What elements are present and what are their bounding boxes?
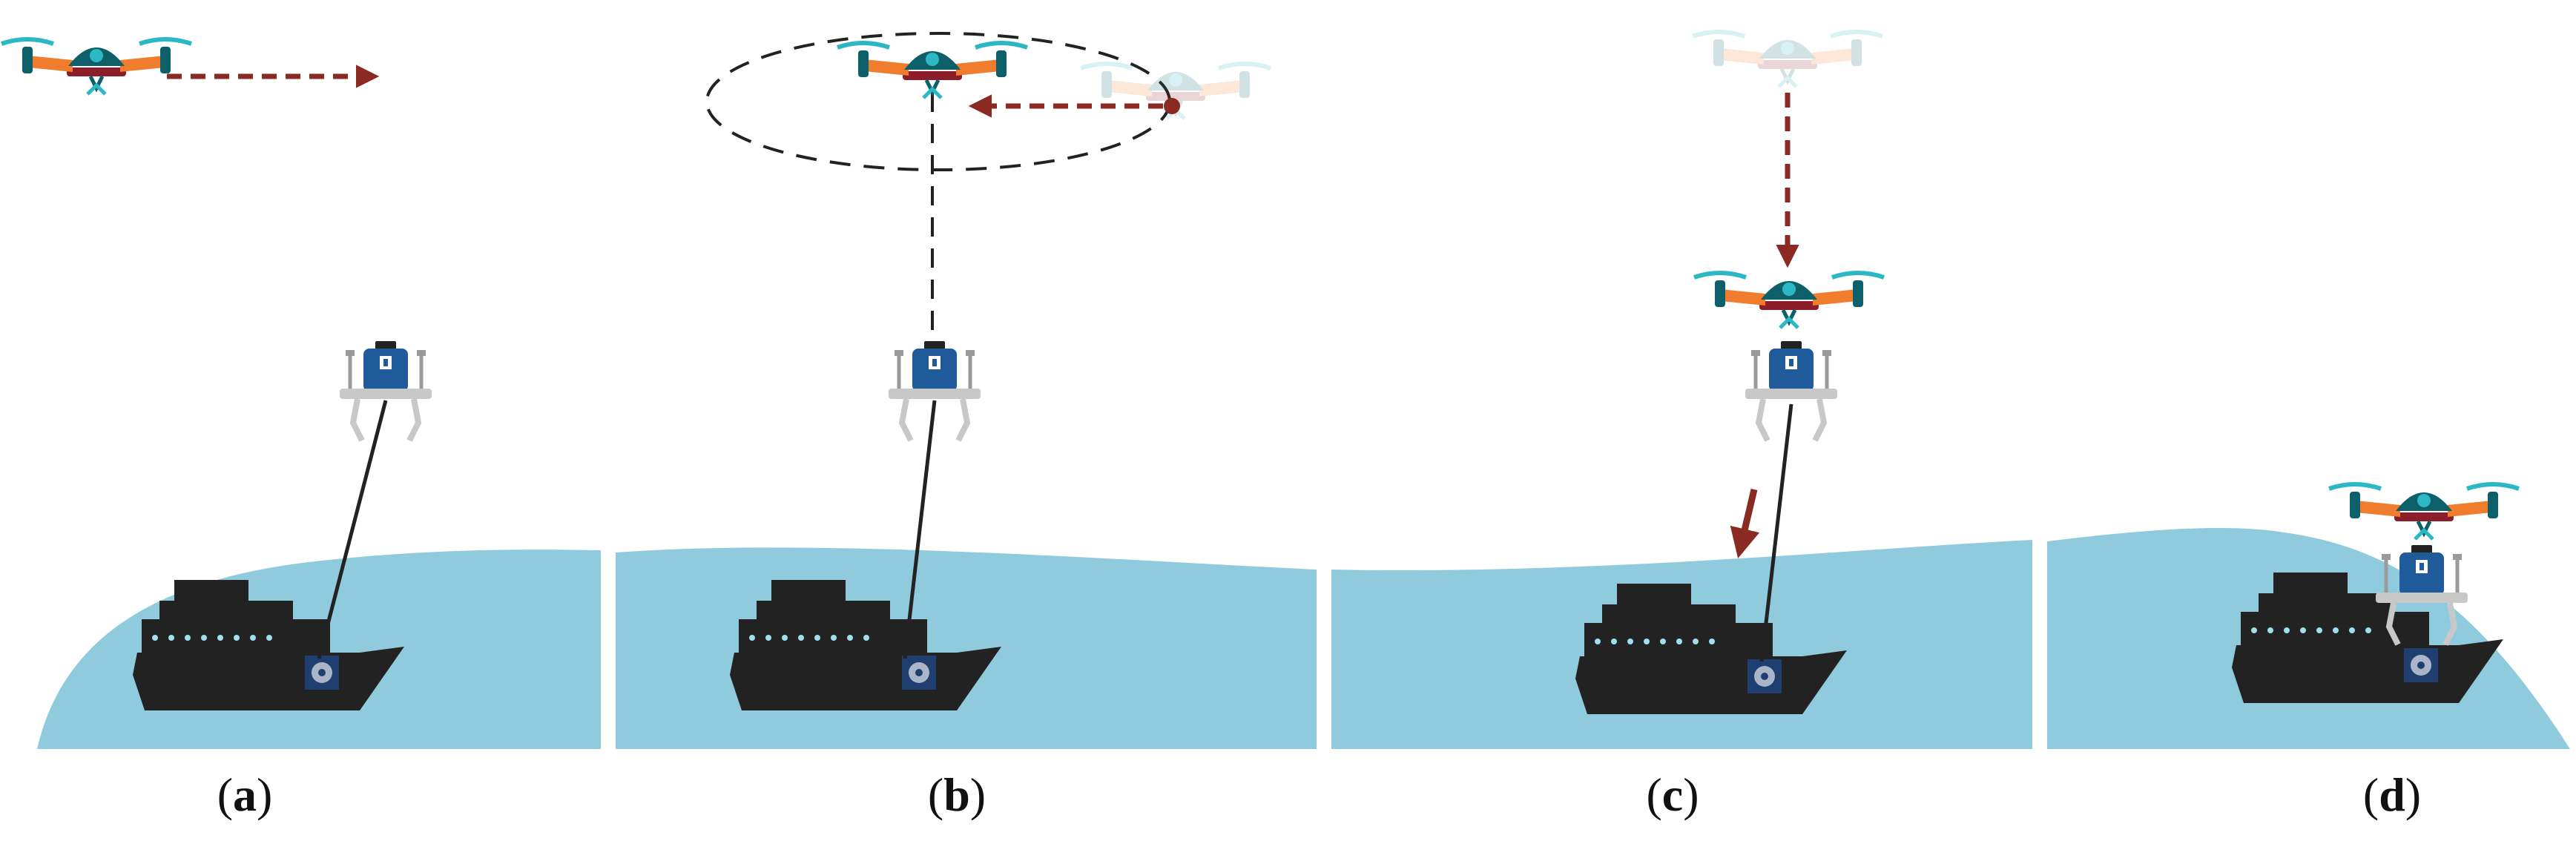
caption-a: (a) [217,768,273,821]
quadcopter-drone-icon [1,39,191,94]
drone-ghost-c [1693,32,1882,87]
quadcopter-drone-icon [2329,484,2519,539]
caption-a-letter: a [233,768,257,821]
cable-a [317,400,388,659]
caption-c: (c) [1646,768,1699,821]
panel-a [1,39,601,749]
panel-d [2047,484,2570,749]
start-point-b [1164,98,1180,114]
landing-platform-icon [340,341,432,441]
quadcopter-drone-icon [1694,273,1884,328]
caption-c-letter: c [1661,768,1684,821]
landing-platform-icon [889,341,981,441]
cable-c [1759,403,1793,662]
reel-in-arrow-c [1730,488,1760,558]
landing-platform-icon [1745,341,1837,441]
panel-c [1331,32,2032,749]
quadcopter-drone-icon [837,43,1027,98]
panel-b [616,32,1317,749]
caption-b: (b) [927,768,986,821]
sea-b [616,547,1317,749]
caption-b-letter: b [943,768,970,821]
caption-d-letter: d [2379,768,2405,821]
cable-b [903,400,937,659]
caption-d: (d) [2362,768,2422,821]
